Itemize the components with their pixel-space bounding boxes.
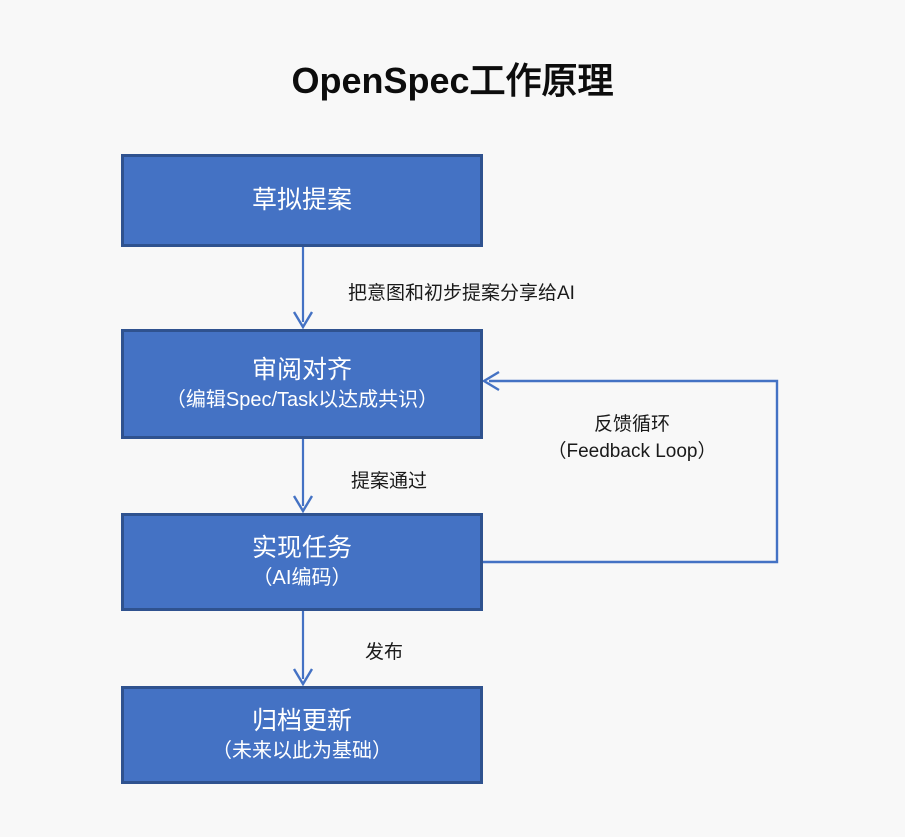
node-draft[interactable]: 草拟提案 — [121, 154, 483, 247]
page-title: OpenSpec工作原理 — [291, 60, 614, 101]
node-implement-subtitle: （AI编码） — [252, 566, 352, 589]
edge-label-feedback-loop-line1: 反馈循环 — [593, 414, 670, 435]
node-implement-title: 实现任务 — [251, 534, 352, 563]
connector-review-to-implement — [292, 439, 314, 514]
connector-feedback-loop — [481, 370, 779, 564]
node-review-subtitle: （编辑Spec/Task以达成共识） — [165, 388, 439, 411]
node-draft-title: 草拟提案 — [251, 186, 352, 215]
node-review[interactable]: 审阅对齐 （编辑Spec/Task以达成共识） — [121, 329, 483, 439]
connector-draft-to-review — [292, 247, 314, 330]
edge-label-draft-to-review: 把意图和初步提案分享给AI — [348, 283, 575, 304]
node-archive-title: 归档更新 — [251, 707, 352, 736]
node-archive[interactable]: 归档更新 （未来以此为基础） — [121, 686, 483, 784]
edge-label-feedback-loop-line2: （Feedback Loop） — [547, 441, 717, 462]
edge-label-feedback-loop: 反馈循环 （Feedback Loop） — [531, 409, 733, 463]
connector-implement-to-archive — [292, 611, 314, 687]
node-archive-subtitle: （未来以此为基础） — [212, 739, 392, 762]
node-review-title: 审阅对齐 — [251, 356, 352, 385]
edge-label-review-to-implement: 提案通过 — [351, 471, 428, 492]
edge-label-implement-to-archive: 发布 — [365, 642, 404, 663]
node-implement[interactable]: 实现任务 （AI编码） — [121, 513, 483, 611]
